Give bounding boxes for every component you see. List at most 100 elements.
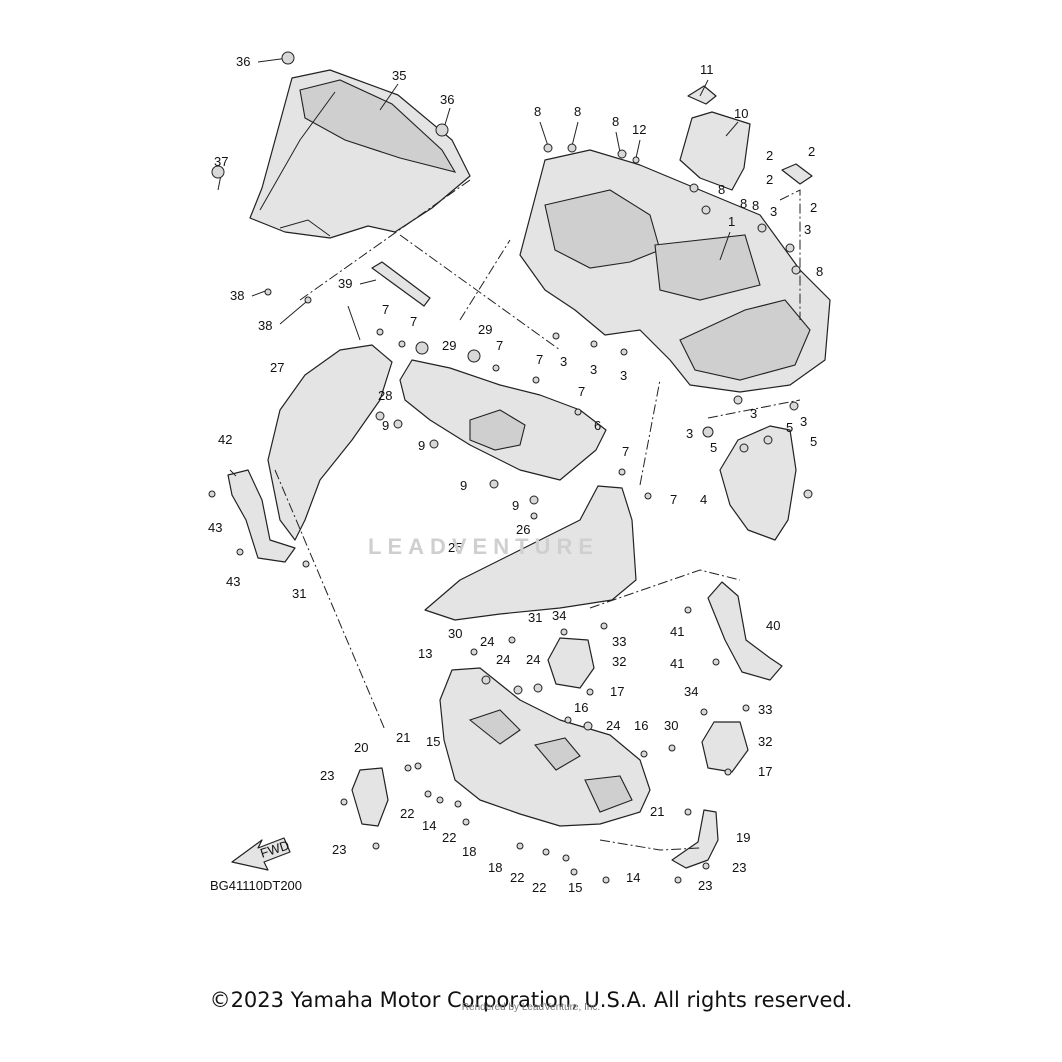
callout-3: 3: [750, 406, 757, 421]
callout-9: 9: [460, 478, 467, 493]
part-19-guard: [671, 809, 719, 869]
callout-20: 20: [354, 740, 368, 755]
callout-14: 14: [422, 818, 436, 833]
part-35-upper-cowl: [249, 69, 471, 239]
callout-2: 2: [810, 200, 817, 215]
callout-9: 9: [418, 438, 425, 453]
part-27-side-cowl: [267, 344, 393, 541]
callout-3: 3: [770, 204, 777, 219]
callout-22: 22: [532, 880, 546, 895]
part-20-guard: [351, 767, 389, 827]
callout-29: 29: [478, 322, 492, 337]
callout-17: 17: [758, 764, 772, 779]
watermark: LEADVENTURE: [368, 534, 600, 559]
callout-34: 34: [552, 608, 566, 623]
callout-8: 8: [574, 104, 581, 119]
callout-18: 18: [462, 844, 476, 859]
callout-3: 3: [800, 414, 807, 429]
part-11-bracket: [687, 85, 717, 105]
callout-29: 29: [442, 338, 456, 353]
callout-21: 21: [650, 804, 664, 819]
callout-43: 43: [226, 574, 240, 589]
part-6-cross-panel: [399, 359, 607, 481]
part-10-panel: [679, 111, 751, 191]
callout-4: 4: [700, 492, 707, 507]
callout-3: 3: [686, 426, 693, 441]
callout-17: 17: [610, 684, 624, 699]
callout-34: 34: [684, 684, 698, 699]
callout-3: 3: [590, 362, 597, 377]
callout-10: 10: [734, 106, 748, 121]
callout-7: 7: [536, 352, 543, 367]
callout-7: 7: [578, 384, 585, 399]
callout-36: 36: [440, 92, 454, 107]
callout-24: 24: [496, 652, 510, 667]
callout-32: 32: [758, 734, 772, 749]
part-40-side-guard: [707, 581, 783, 681]
callout-31: 31: [292, 586, 306, 601]
callout-labels: 36 35 36 37 38 38 39 11 10 8 8 8 12 8 8 …: [208, 54, 823, 895]
callout-22: 22: [510, 870, 524, 885]
callout-8: 8: [752, 198, 759, 213]
part-42-side-trim: [227, 469, 296, 563]
callout-7: 7: [382, 302, 389, 317]
callout-9: 9: [512, 498, 519, 513]
callout-30: 30: [664, 718, 678, 733]
callout-42: 42: [218, 432, 232, 447]
callout-2: 2: [808, 144, 815, 159]
callout-7: 7: [670, 492, 677, 507]
callout-40: 40: [766, 618, 780, 633]
callout-39: 39: [338, 276, 352, 291]
callout-28: 28: [378, 388, 392, 403]
callout-24: 24: [480, 634, 494, 649]
callout-8: 8: [534, 104, 541, 119]
callout-3: 3: [804, 222, 811, 237]
part-39-strip: [371, 261, 431, 307]
callout-5: 5: [786, 420, 793, 435]
part-4-housing: [719, 425, 797, 541]
callout-5: 5: [710, 440, 717, 455]
callout-11: 11: [700, 62, 714, 77]
callout-21: 21: [396, 730, 410, 745]
callout-6: 6: [594, 418, 601, 433]
part-32-bracket-upper: [547, 637, 595, 689]
part-13-front-fascia: [439, 667, 651, 827]
callout-8: 8: [816, 264, 823, 279]
callout-33: 33: [612, 634, 626, 649]
callout-8: 8: [718, 182, 725, 197]
forward-arrow-icon: FWD: [231, 837, 291, 871]
callout-30: 30: [448, 626, 462, 641]
copyright-notice: ©2023 Yamaha Motor Corporation, U.S.A. A…: [209, 988, 853, 1012]
callout-33: 33: [758, 702, 772, 717]
callout-25: 25: [448, 540, 462, 555]
assembly-lines: [274, 179, 801, 851]
callout-7: 7: [622, 444, 629, 459]
callout-32: 32: [612, 654, 626, 669]
callout-26: 26: [516, 522, 530, 537]
callout-38: 38: [230, 288, 244, 303]
callout-7: 7: [496, 338, 503, 353]
callout-35: 35: [392, 68, 406, 83]
callout-14: 14: [626, 870, 640, 885]
callout-37: 37: [214, 154, 228, 169]
callout-18: 18: [488, 860, 502, 875]
callout-8: 8: [612, 114, 619, 129]
callout-24: 24: [606, 718, 620, 733]
callout-23: 23: [732, 860, 746, 875]
part-2-clips: [781, 163, 813, 185]
callout-15: 15: [426, 734, 440, 749]
callout-22: 22: [442, 830, 456, 845]
callout-16: 16: [574, 700, 588, 715]
callout-41: 41: [670, 624, 684, 639]
callout-1: 1: [728, 214, 735, 229]
callout-38: 38: [258, 318, 272, 333]
callout-31: 31: [528, 610, 542, 625]
callout-9: 9: [382, 418, 389, 433]
part-32-bracket-lower: [701, 721, 749, 773]
callout-23: 23: [698, 878, 712, 893]
callout-24: 24: [526, 652, 540, 667]
callout-16: 16: [634, 718, 648, 733]
callout-19: 19: [736, 830, 750, 845]
part-1-dashboard: [519, 149, 831, 393]
